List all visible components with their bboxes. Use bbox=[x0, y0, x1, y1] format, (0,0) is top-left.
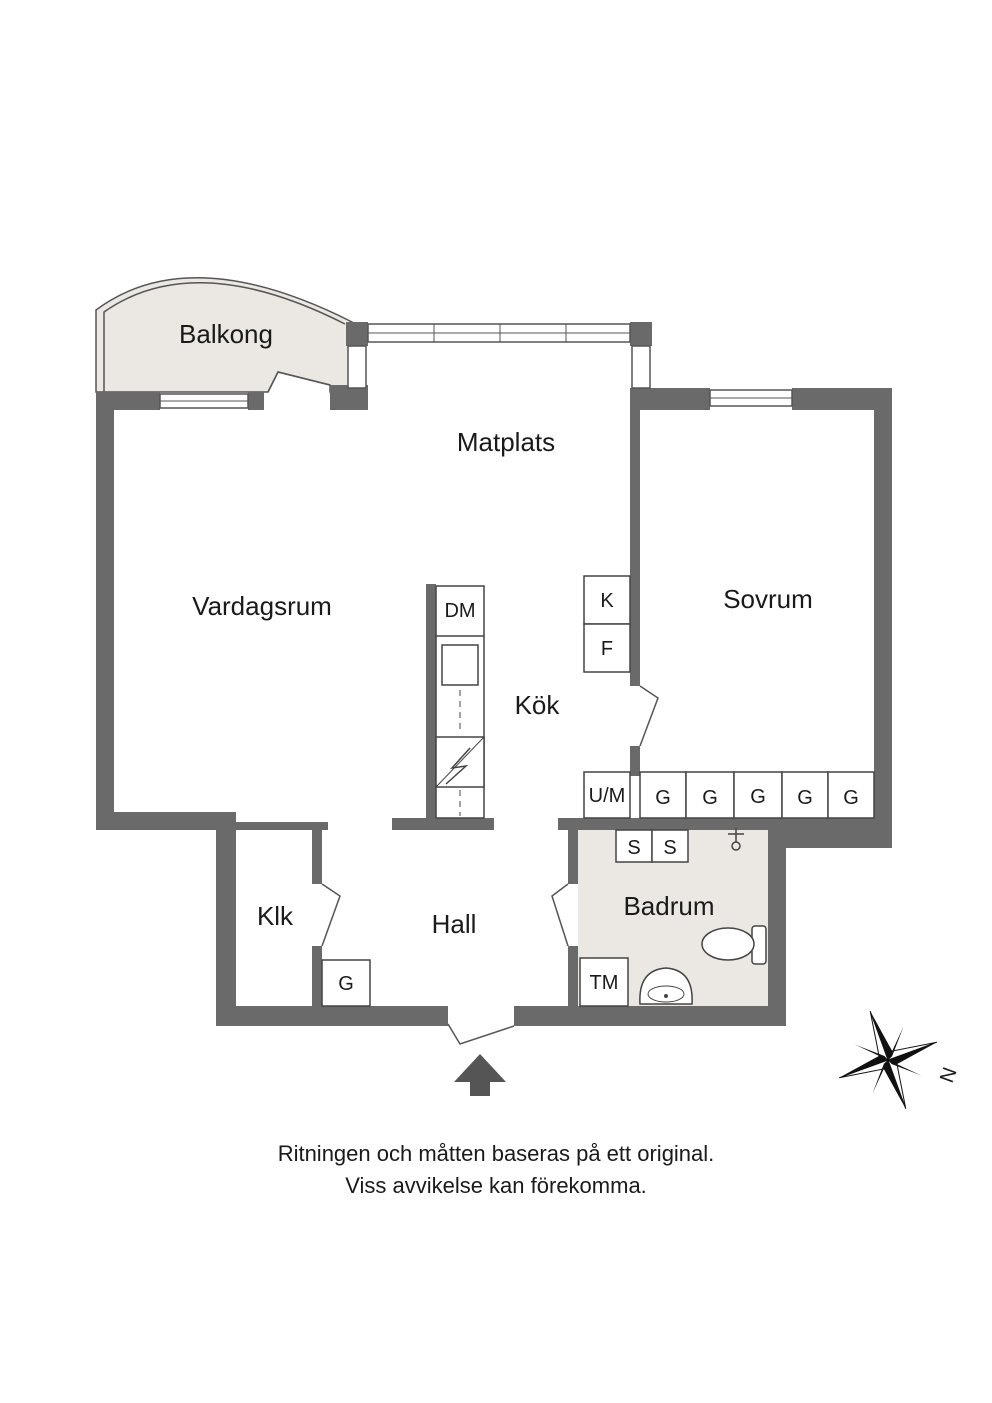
room-label-badrum: Badrum bbox=[623, 891, 714, 921]
compass-rose-icon bbox=[838, 1010, 938, 1110]
wardrobe-cell bbox=[733, 771, 783, 819]
fixture-label-g: G bbox=[797, 787, 813, 809]
kitchen-counter bbox=[435, 585, 485, 819]
doors bbox=[267, 371, 659, 1045]
fixture-label-f: F bbox=[601, 638, 613, 660]
entrance-arrow-icon bbox=[454, 1054, 506, 1096]
fixture-label-g: G bbox=[843, 787, 859, 809]
wardrobe-cell bbox=[639, 771, 687, 819]
compass-north-label: N bbox=[936, 1065, 962, 1086]
fixture-label-k: K bbox=[600, 590, 614, 612]
hall-wardrobe-cell bbox=[321, 959, 371, 1007]
room-label-kok: Kök bbox=[515, 690, 561, 720]
room-label-klk: Klk bbox=[257, 901, 294, 931]
um-cell bbox=[583, 771, 631, 819]
balcony-railing bbox=[103, 282, 346, 392]
wardrobe-cell bbox=[781, 771, 829, 819]
bath-cabinet-cell bbox=[615, 829, 653, 863]
fixture-label-tm: TM bbox=[590, 972, 619, 994]
walls bbox=[96, 322, 892, 1026]
fixture-label-s: S bbox=[663, 837, 676, 859]
toilet-icon bbox=[701, 925, 767, 965]
room-label-matplats: Matplats bbox=[457, 427, 555, 457]
room-label-hall: Hall bbox=[432, 909, 477, 939]
fixture-label-um: U/M bbox=[589, 785, 626, 807]
fridge-cell bbox=[583, 575, 631, 625]
fixture-label-g: G bbox=[338, 973, 354, 995]
windows bbox=[159, 323, 793, 409]
fixture-label-dm: DM bbox=[444, 600, 475, 622]
wardrobe-cell bbox=[827, 771, 875, 819]
shower-drain-icon bbox=[728, 828, 744, 851]
disclaimer-line-1: Ritningen och måtten baseras på ett orig… bbox=[277, 1141, 715, 1166]
fixture-label-s: S bbox=[627, 837, 640, 859]
freezer-cell bbox=[583, 623, 631, 673]
washer-cell bbox=[579, 957, 629, 1007]
room-label-balkong: Balkong bbox=[179, 319, 273, 349]
bath-cabinet-cell bbox=[651, 829, 689, 863]
fixture-label-g: G bbox=[750, 786, 766, 808]
fixture-label-g: G bbox=[655, 787, 671, 809]
room-label-vardagsrum: Vardagsrum bbox=[192, 591, 332, 621]
fixture-label-g: G bbox=[702, 787, 718, 809]
disclaimer-line-2: Viss avvikelse kan förekomma. bbox=[345, 1173, 647, 1198]
room-label-sovrum: Sovrum bbox=[723, 584, 813, 614]
sink-icon bbox=[639, 967, 693, 1005]
